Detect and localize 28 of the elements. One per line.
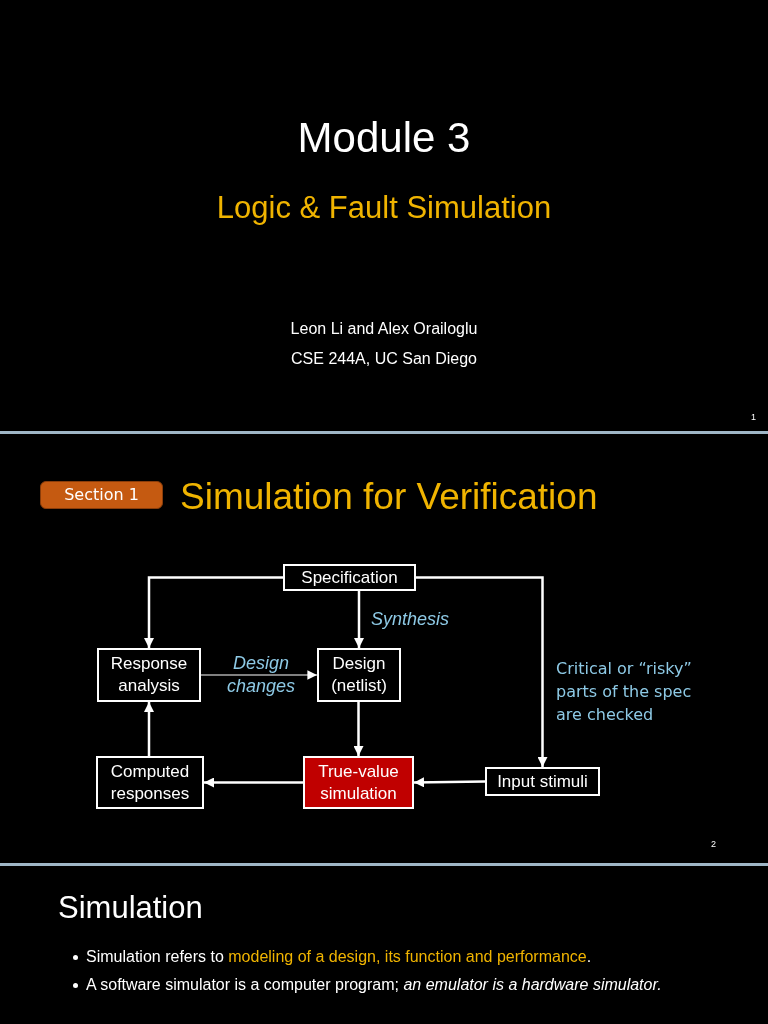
slide-title: Module 3 (296, 113, 472, 163)
slide-heading: Simulation (58, 889, 204, 927)
author-line: Leon Li and Alex Orailoglu (289, 319, 479, 339)
section-badge: Section 1 (40, 481, 163, 509)
edge-label: Design changes (225, 652, 297, 698)
page-number: 2 (710, 838, 716, 851)
slide-heading: Simulation for Verification (180, 475, 599, 519)
highlighted-process-box: True-value simulation (303, 756, 414, 809)
arrow (416, 576, 548, 767)
arrow (200, 670, 318, 680)
process-box: Computed responses (96, 756, 204, 809)
course-line: CSE 244A, UC San Diego (290, 349, 478, 369)
arrow (144, 576, 283, 648)
bullet-text: Simulation refers to modeling of a design, its function and performance. (86, 947, 592, 967)
process-box: Response analysis (97, 648, 201, 702)
slide-subtitle: Logic & Fault Simulation (215, 189, 553, 227)
process-box: Design (netlist) (317, 648, 401, 702)
arrow (144, 702, 154, 756)
page-number: 1 (750, 411, 756, 424)
arrow (414, 777, 485, 788)
edge-label: Critical or “risky” parts of the spec are checked (556, 658, 693, 726)
edge-label: Synthesis (371, 608, 451, 631)
arrow (204, 777, 303, 788)
bullet-text: A software simulator is a computer program; an emulator is a hardware simulator. (86, 975, 662, 995)
process-box: Specification (283, 564, 416, 591)
arrow (353, 702, 364, 756)
arrow (354, 591, 364, 648)
process-box: Input stimuli (485, 767, 600, 796)
